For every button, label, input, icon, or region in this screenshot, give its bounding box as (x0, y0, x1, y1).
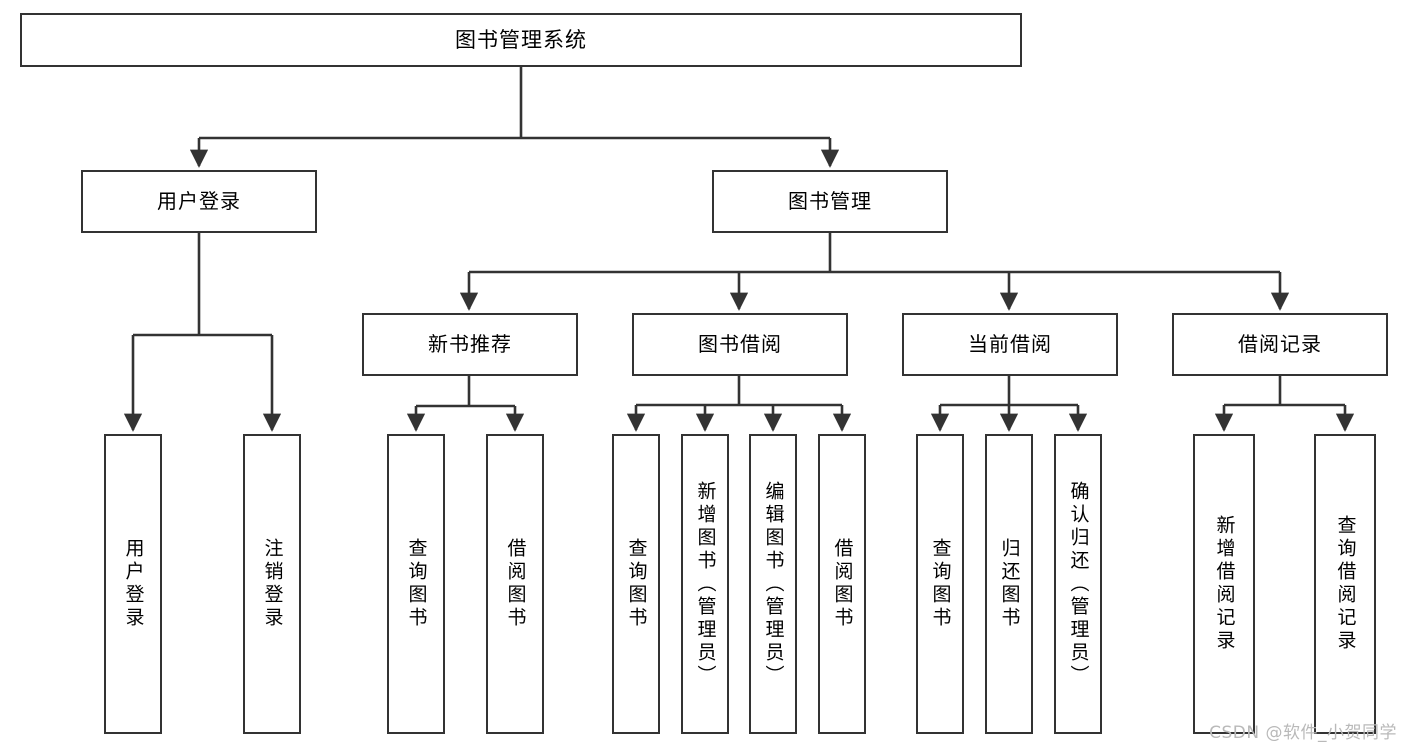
node-leaf-borrow-book-1-label: 借阅图书 (504, 538, 527, 630)
node-new-book-rec[interactable]: 新书推荐 (362, 313, 578, 376)
node-root[interactable]: 图书管理系统 (20, 13, 1022, 67)
node-leaf-logout[interactable]: 注销登录 (243, 434, 301, 734)
node-leaf-add-book-label: 新增图书（管理员） (694, 480, 717, 688)
node-leaf-edit-book-label: 编辑图书（管理员） (762, 480, 785, 688)
node-leaf-logout-label: 注销登录 (261, 538, 284, 630)
watermark: CSDN @软件_小贺同学 (1209, 723, 1397, 743)
node-leaf-return-book-label: 归还图书 (998, 538, 1021, 630)
node-leaf-query-record[interactable]: 查询借阅记录 (1314, 434, 1376, 734)
node-book-borrow-label: 图书借阅 (698, 332, 782, 356)
node-current-borrow-label: 当前借阅 (968, 332, 1052, 356)
node-leaf-borrow-book-2-label: 借阅图书 (831, 538, 854, 630)
node-leaf-edit-book[interactable]: 编辑图书（管理员） (749, 434, 797, 734)
node-leaf-confirm-return-label: 确认归还（管理员） (1067, 480, 1090, 688)
node-leaf-query-book-1[interactable]: 查询图书 (387, 434, 445, 734)
node-user-login[interactable]: 用户登录 (81, 170, 317, 233)
node-new-book-rec-label: 新书推荐 (428, 332, 512, 356)
node-leaf-borrow-book-2[interactable]: 借阅图书 (818, 434, 866, 734)
node-leaf-confirm-return[interactable]: 确认归还（管理员） (1054, 434, 1102, 734)
node-root-label: 图书管理系统 (455, 27, 587, 52)
node-leaf-add-book[interactable]: 新增图书（管理员） (681, 434, 729, 734)
node-leaf-query-book-1-label: 查询图书 (405, 538, 428, 630)
node-current-borrow[interactable]: 当前借阅 (902, 313, 1118, 376)
node-leaf-user-login[interactable]: 用户登录 (104, 434, 162, 734)
node-leaf-query-book-2[interactable]: 查询图书 (612, 434, 660, 734)
node-leaf-user-login-label: 用户登录 (122, 538, 145, 630)
node-leaf-borrow-book-1[interactable]: 借阅图书 (486, 434, 544, 734)
node-leaf-add-record-label: 新增借阅记录 (1213, 515, 1236, 653)
node-borrow-record-label: 借阅记录 (1238, 332, 1322, 356)
node-leaf-add-record[interactable]: 新增借阅记录 (1193, 434, 1255, 734)
node-leaf-return-book[interactable]: 归还图书 (985, 434, 1033, 734)
node-book-borrow[interactable]: 图书借阅 (632, 313, 848, 376)
node-book-manage[interactable]: 图书管理 (712, 170, 948, 233)
node-leaf-query-book-3[interactable]: 查询图书 (916, 434, 964, 734)
node-leaf-query-book-2-label: 查询图书 (625, 538, 648, 630)
node-borrow-record[interactable]: 借阅记录 (1172, 313, 1388, 376)
node-leaf-query-record-label: 查询借阅记录 (1334, 515, 1357, 653)
node-book-manage-label: 图书管理 (788, 189, 872, 213)
node-leaf-query-book-3-label: 查询图书 (929, 538, 952, 630)
node-user-login-label: 用户登录 (157, 189, 241, 213)
